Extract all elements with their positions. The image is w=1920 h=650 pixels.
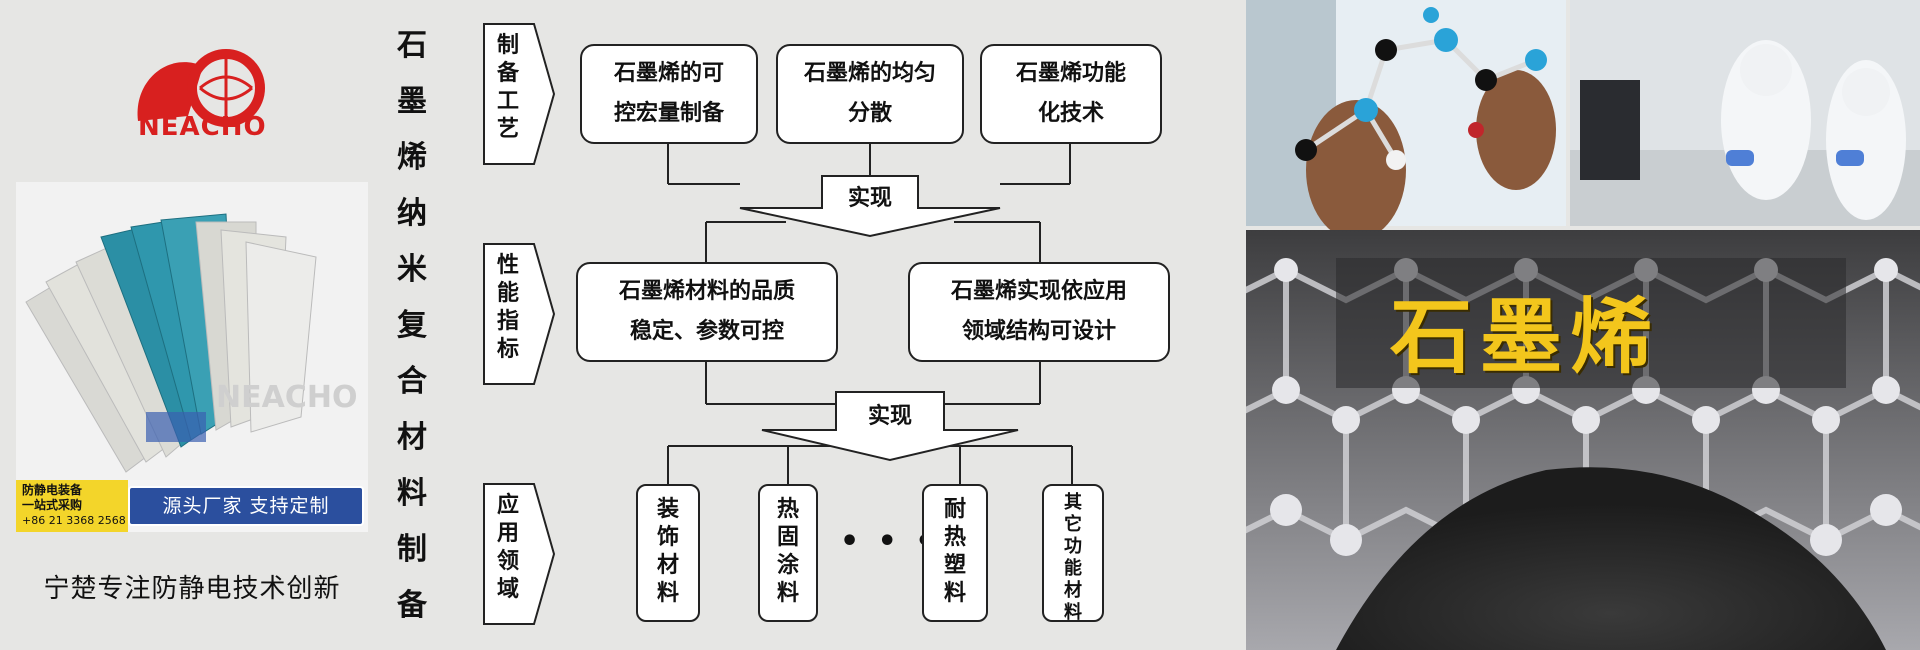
promo-banner: 源头厂家 支持定制 (128, 486, 364, 526)
stage-char: 指 (496, 309, 519, 334)
stage-char: 工 (496, 89, 519, 114)
title-char: 备 (397, 588, 427, 623)
promo-line2: 一站式采购 (22, 498, 83, 512)
box-line: 石墨烯的均匀 (803, 61, 936, 86)
app-char: 它 (1064, 514, 1082, 535)
stage-char: 领 (496, 549, 519, 574)
title-char: 烯 (397, 140, 427, 175)
performance-box-quality: 石墨烯材料的品质稳定、参数可控 (576, 262, 838, 362)
process-box-functionalization: 石墨烯功能化技术 (980, 44, 1162, 144)
app-char: 热 (776, 497, 799, 522)
title-char: 合 (397, 364, 427, 399)
stage-char: 制 (496, 33, 519, 58)
performance-box-design: 石墨烯实现依应用领域结构可设计 (908, 262, 1170, 362)
title-char: 制 (397, 532, 427, 567)
title-char: 米 (397, 252, 427, 287)
title-char: 石 (397, 28, 427, 63)
photo-collage (1246, 0, 1920, 650)
realize-label-2: 实现 (867, 404, 912, 429)
app-char: 材 (656, 553, 679, 578)
stage-char: 艺 (496, 117, 519, 142)
app-char: 功 (1064, 536, 1082, 557)
title-char: 料 (397, 476, 427, 511)
title-char: 复 (397, 308, 427, 343)
box-line: 稳定、参数可控 (629, 319, 784, 344)
app-char: 饰 (656, 525, 679, 550)
antistatic-sheets-illustration: NEACHO (16, 182, 368, 480)
application-heat-resistant-plastics: 耐 热 塑 料 (922, 484, 988, 622)
application-other-functional: 其 它 功 能 材 料 (1042, 484, 1104, 623)
box-line: 分散 (847, 101, 892, 126)
app-char: 固 (776, 525, 799, 550)
app-char: 热 (943, 525, 966, 550)
box-line: 控宏量制备 (613, 101, 724, 126)
stage-char: 能 (496, 281, 519, 306)
application-decor-materials: 装 饰 材 料 (636, 484, 700, 622)
ellipsis: • • • (840, 524, 939, 559)
realize-label-1: 实现 (847, 186, 892, 211)
app-char: 料 (776, 581, 799, 606)
process-box-mass-production: 石墨烯的可控宏量制备 (580, 44, 758, 144)
logo-wordmark: NEACHO (138, 112, 267, 142)
box-line: 领域结构可设计 (961, 319, 1116, 344)
stage-char: 用 (496, 521, 519, 546)
stage-char: 应 (496, 493, 519, 518)
stage-char: 域 (496, 577, 519, 602)
app-char: 装 (656, 497, 679, 522)
promo-line1: 防静电装备 (22, 483, 83, 497)
box-line: 化技术 (1037, 101, 1104, 126)
app-char: 材 (1064, 580, 1082, 601)
stage-application: 应 用 领 域 (484, 492, 532, 604)
vertical-title: 石 墨 烯 纳 米 复 合 材 料 制 备 (392, 18, 432, 634)
promo-phone: +86 21 3368 2568 (22, 514, 126, 527)
graphene-photo-illustration (1246, 0, 1920, 650)
title-char: 纳 (397, 196, 427, 231)
app-char: 涂 (776, 553, 799, 578)
flowchart-connectors (483, 23, 1073, 625)
app-char: 其 (1064, 492, 1082, 513)
app-char: 料 (1064, 602, 1082, 623)
app-char: 能 (1064, 558, 1082, 579)
box-line: 石墨烯功能 (1015, 61, 1126, 86)
product-image: NEACHO 防静电装备 一站式采购 +86 21 3368 2568 源头厂家… (16, 182, 368, 532)
stage-char: 性 (496, 253, 519, 278)
promo-contact: 防静电装备 一站式采购 +86 21 3368 2568 (16, 480, 128, 532)
stage-performance: 性 能 指 标 (484, 252, 532, 364)
application-thermoset-coatings: 热 固 涂 料 (758, 484, 818, 622)
title-char: 材 (397, 420, 427, 455)
app-char: 料 (656, 581, 679, 606)
box-line: 石墨烯材料的品质 (618, 279, 795, 304)
stage-process: 制 备 工 艺 (484, 32, 532, 144)
svg-text:NEACHO: NEACHO (216, 380, 357, 415)
app-char: 耐 (943, 497, 966, 522)
graphene-caption: 石墨烯 (1390, 290, 1661, 385)
stage-char: 备 (496, 61, 519, 86)
neacho-logo-icon (137, 49, 265, 127)
box-line: 石墨烯实现依应用 (950, 279, 1127, 304)
box-line: 石墨烯的可 (613, 61, 724, 86)
title-char: 墨 (397, 84, 427, 119)
process-box-dispersion: 石墨烯的均匀分散 (776, 44, 964, 144)
flowchart: 制 备 工 艺 性 能 指 标 应 用 领 域 石墨烯的可控宏量制备 石墨烯的均… (470, 0, 1190, 650)
stage-char: 标 (496, 337, 519, 362)
brand-column: NEACHO NEACHO (0, 0, 380, 650)
app-char: 料 (943, 581, 966, 606)
slogan: 宁楚专注防静电技术创新 (43, 574, 341, 604)
app-char: 塑 (943, 553, 966, 578)
promo-strip: 防静电装备 一站式采购 +86 21 3368 2568 源头厂家 支持定制 (16, 480, 368, 532)
